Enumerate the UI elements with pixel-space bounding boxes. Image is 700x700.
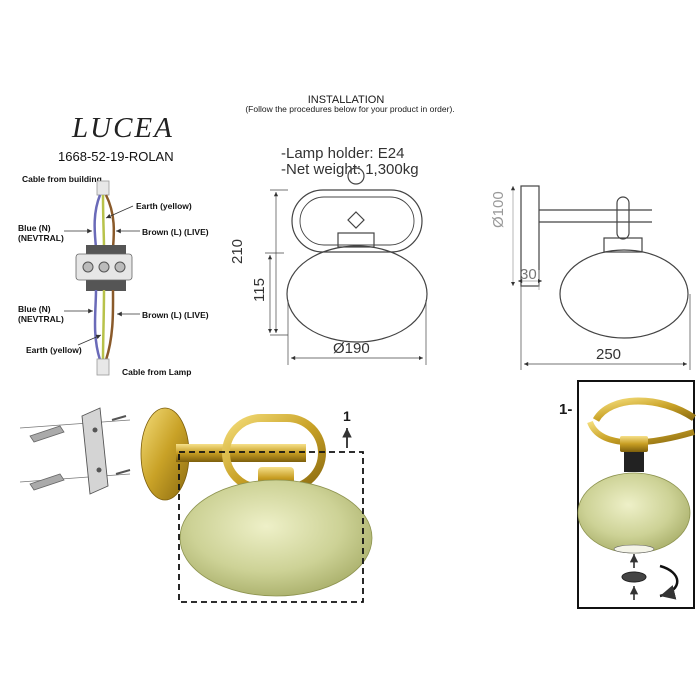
dim-side-depth: 250 <box>596 346 622 363</box>
front-cap <box>337 232 375 248</box>
wall-plug-bottom <box>29 473 65 491</box>
net-weight-spec: -Net weight: 1,300kg <box>281 161 419 178</box>
terminal-screw-3 <box>114 261 126 273</box>
lamp-holder-spec: -Lamp holder: E24 <box>281 145 405 162</box>
side-ring <box>616 196 630 240</box>
mounting-hardware <box>19 407 131 495</box>
lamp-render <box>140 407 373 603</box>
cable-sleeve-top <box>96 180 110 196</box>
label-brown-bottom: Brown (L) (LIVE) <box>142 310 209 320</box>
label-cable-building: Cable from building <box>22 174 102 184</box>
side-view-drawing <box>510 185 691 370</box>
wire-brown-bottom <box>104 289 115 361</box>
detail-ring <box>592 397 696 423</box>
screw-bottom <box>115 469 131 475</box>
label-blue-bottom: Blue (N) (NEVTRAL) <box>18 304 64 324</box>
bracket-hole-top <box>92 427 98 433</box>
detail-locking-ring <box>621 571 647 583</box>
front-wall-plate <box>347 167 365 185</box>
side-glass-shade <box>559 249 689 339</box>
label-earth-bottom: Earth (yellow) <box>26 345 82 355</box>
wire-earth-top <box>101 194 106 249</box>
front-view-drawing <box>265 167 428 365</box>
dim-side-offset: 30 <box>520 266 537 283</box>
label-blue-top: Blue (N) (NEVTRAL) <box>18 223 64 243</box>
step-label-right: 1- <box>559 401 573 418</box>
front-finial <box>347 211 365 229</box>
side-wall-plate <box>520 185 540 287</box>
side-cap <box>603 237 643 253</box>
step-detail-panel <box>577 380 696 609</box>
wall-plug-top <box>29 425 65 443</box>
screw-top <box>111 415 127 421</box>
label-blue-bottom-line1: Blue (N) <box>18 304 51 314</box>
front-glass-shade <box>286 245 428 343</box>
glass-shade-render <box>179 479 373 597</box>
detail-cap <box>620 436 648 452</box>
wire-brown-top <box>104 194 116 249</box>
installation-note: (Follow the procedures below for your pr… <box>245 104 455 114</box>
rotate-arrow-icon <box>659 564 679 600</box>
bracket-hole-bottom <box>96 467 102 473</box>
specs-block: -Lamp holder: E24 -Net weight: 1,300kg <box>281 146 419 178</box>
terminal-screw-2 <box>98 261 110 273</box>
front-ring-outer <box>291 189 423 253</box>
label-cable-lamp: Cable from Lamp <box>122 367 192 377</box>
label-blue-top-line2: (NEVTRAL) <box>18 233 64 243</box>
terminal-screw-1 <box>82 261 94 273</box>
wire-blue-bottom <box>93 289 102 361</box>
step-label-top: 1 <box>343 408 351 424</box>
wire-earth-bottom <box>101 289 106 361</box>
cable-sleeve-bottom <box>96 358 110 376</box>
label-blue-top-line1: Blue (N) <box>18 223 51 233</box>
detail-glass-shade <box>577 472 691 554</box>
mounting-bracket <box>81 407 109 495</box>
dim-front-diameter: Ø190 <box>333 340 370 357</box>
front-ring-inner <box>299 196 415 246</box>
brand-name: LUCEA <box>72 112 174 144</box>
wiring-diagram <box>64 180 140 376</box>
installation-title: INSTALLATION <box>307 94 385 106</box>
wire-blue-top <box>93 194 102 249</box>
label-brown-top: Brown (L) (LIVE) <box>142 227 209 237</box>
detail-socket <box>624 452 644 472</box>
step-highlight-box <box>178 451 364 603</box>
label-earth-top: Earth (yellow) <box>136 201 192 211</box>
model-code: 1668-52-19-ROLAN <box>58 149 174 164</box>
arm-render <box>176 444 306 462</box>
label-blue-bottom-line2: (NEVTRAL) <box>18 314 64 324</box>
